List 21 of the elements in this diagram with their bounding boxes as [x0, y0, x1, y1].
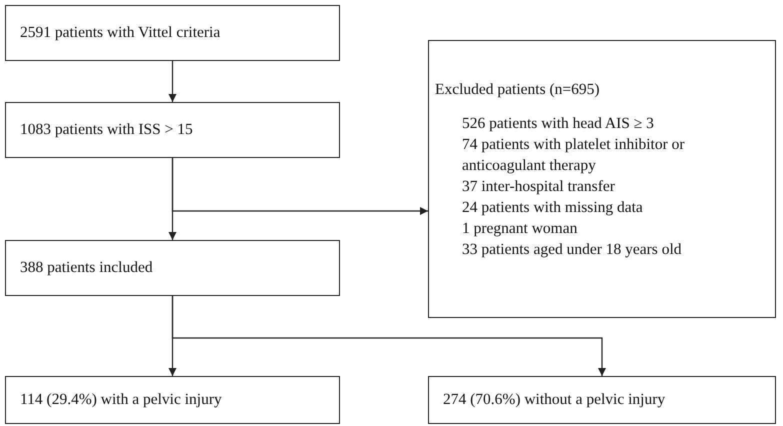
box-label: 1083 patients with ISS > 15 — [20, 120, 194, 140]
list-item: 33 patients aged under 18 years old — [461, 240, 683, 260]
process-box — [428, 376, 776, 424]
box-label: 114 (29.4%) with a pelvic injury — [20, 390, 223, 410]
box-label: 274 (70.6%) without a pelvic injury — [443, 390, 666, 410]
list-item: 74 patients with platelet inhibitor or anticoagulant therapy — [461, 135, 686, 176]
process-box — [5, 102, 340, 158]
process-box — [428, 40, 776, 318]
list-item: 37 inter-hospital transfer — [461, 177, 616, 197]
process-box — [5, 240, 340, 296]
list-item: 24 patients with missing data — [461, 198, 644, 218]
arrow — [172, 296, 606, 376]
box-label: 388 patients included — [20, 258, 154, 278]
arrow — [168, 61, 176, 102]
list-item: 1 pregnant woman — [461, 219, 578, 239]
box-heading: Excluded patients (n=695) — [435, 81, 601, 99]
box-label: 2591 patients with Vittel criteria — [20, 23, 222, 43]
arrow — [172, 158, 428, 215]
process-box — [5, 5, 340, 61]
list-item: 526 patients with head AIS ≥ 3 — [461, 114, 655, 134]
process-box — [5, 376, 340, 424]
